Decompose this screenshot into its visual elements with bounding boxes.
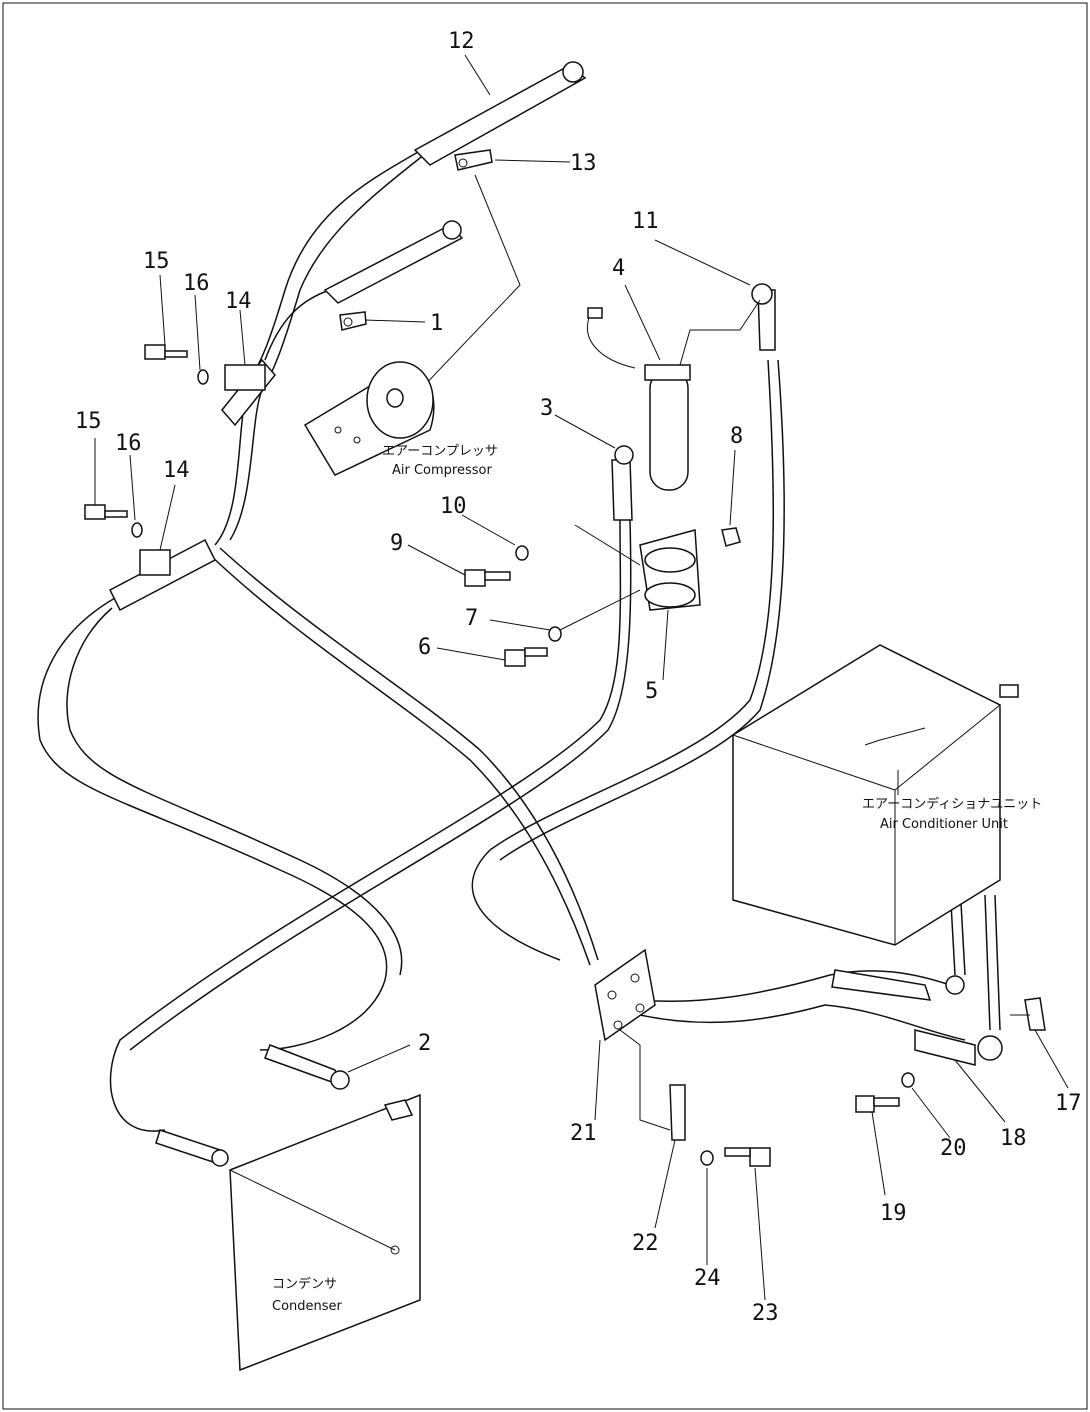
callout-7: 7: [465, 606, 478, 631]
callout-14-lower: 14: [163, 458, 190, 483]
callout-9: 9: [390, 531, 403, 556]
callout-16-top: 16: [183, 271, 210, 296]
ac-unit-label-en: Air Conditioner Unit: [880, 817, 1008, 832]
ac-unit-label-jp: エアーコンディショナユニット: [862, 796, 1042, 812]
callout-24: 24: [694, 1266, 721, 1291]
air-conditioner-unit: [732, 644, 1019, 946]
hose-fittings: [109, 61, 1003, 1167]
callout-21: 21: [570, 1121, 597, 1146]
callout-5: 5: [645, 679, 658, 704]
leader-lines: [94, 54, 1069, 1301]
callout-18: 18: [1000, 1126, 1027, 1151]
bracket-17: [1010, 997, 1046, 1031]
o-ring-fittings: [339, 149, 521, 391]
callout-12: 12: [448, 29, 475, 54]
hose-routing: [37, 147, 1001, 1132]
callout-20: 20: [940, 1136, 967, 1161]
callout-1: 1: [430, 311, 443, 336]
callout-numbers: 12 13 11 4 1 3 15 16 14 15 16 14 8 10 9 …: [75, 29, 1082, 1326]
callout-6: 6: [418, 635, 431, 660]
callout-17: 17: [1055, 1091, 1082, 1116]
callout-15-top: 15: [143, 249, 170, 274]
callout-16-lower: 16: [115, 431, 142, 456]
callout-10: 10: [440, 494, 467, 519]
receiver-drier: [586, 299, 761, 491]
callout-13: 13: [570, 151, 597, 176]
callout-14-top: 14: [225, 289, 252, 314]
callout-4: 4: [612, 256, 625, 281]
fasteners: [84, 344, 915, 1167]
condenser: [229, 1093, 421, 1372]
callout-15-lower: 15: [75, 409, 102, 434]
mounting-plate: [594, 948, 686, 1141]
condenser-label-jp: コンデンサ: [272, 1276, 337, 1292]
callout-19: 19: [880, 1201, 907, 1226]
condenser-label-en: Condenser: [272, 1299, 343, 1314]
air-compressor-label-en: Air Compressor: [392, 463, 492, 478]
air-compressor: [303, 361, 435, 476]
callout-2: 2: [418, 1031, 431, 1056]
clamps: [139, 364, 266, 576]
callout-11: 11: [632, 209, 659, 234]
bracket: [559, 524, 701, 631]
callout-22: 22: [632, 1231, 659, 1256]
air-compressor-label-jp: エアーコンプレッサ: [382, 444, 498, 459]
callout-8: 8: [730, 424, 743, 449]
callout-3: 3: [540, 396, 553, 421]
component-labels: エアーコンプレッサ Air Compressor エアーコンディショナユニット …: [272, 444, 1042, 1314]
callout-23: 23: [752, 1301, 779, 1326]
